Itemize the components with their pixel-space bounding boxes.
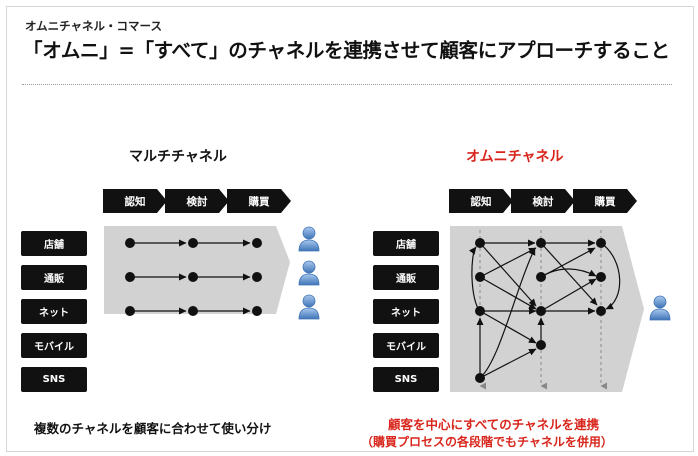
multi-channel-net: ネット [21, 299, 87, 324]
omni-stage-purchase: 購買 [573, 189, 637, 213]
multi-channel-store: 店舗 [21, 231, 87, 256]
omni-stage-consideration: 検討 [511, 189, 575, 213]
person-icon [298, 294, 320, 320]
person-icon [298, 260, 320, 286]
omni-flow-network [469, 239, 621, 379]
omni-stage-awareness: 認知 [449, 189, 513, 213]
multichannel-caption: 複数のチャネルを顧客に合わせて使い分け [34, 421, 272, 436]
omnichannel-title: オムニチャネル [466, 149, 564, 165]
multi-flow-band [104, 226, 290, 314]
multi-stage-awareness: 認知 [103, 189, 167, 213]
multi-channel-mailorder: 通販 [21, 265, 87, 290]
slide-headline: 「オムニ」=「すべて」のチャネルを連携させて顧客にアプローチすること [23, 39, 670, 62]
omnichannel-caption-line1: 顧客を中心にすべてのチャネルを連携 [388, 417, 600, 432]
omni-channel-net: ネット [373, 299, 439, 324]
omnichannel-caption-line2: （購買プロセスの各段階でもチャネルを併用） [361, 435, 613, 449]
omni-channel-mailorder: 通販 [373, 265, 439, 290]
multi-channel-mobile: モバイル [21, 333, 87, 358]
multi-flow-row-mailorder [125, 272, 262, 282]
multi-stage-purchase: 購買 [227, 189, 291, 213]
slide-subtitle: オムニチャネル・コマース [25, 19, 162, 33]
multi-channel-sns: SNS [21, 367, 87, 392]
multi-flow-row-store [125, 238, 262, 248]
omni-channel-sns: SNS [373, 367, 439, 392]
divider [22, 84, 672, 85]
person-icon [649, 295, 671, 321]
multichannel-title: マルチチャネル [129, 149, 227, 165]
multi-stage-consideration: 検討 [165, 189, 229, 213]
omni-channel-mobile: モバイル [373, 333, 439, 358]
multi-flow-row-net [125, 306, 262, 316]
omni-channel-store: 店舗 [373, 231, 439, 256]
omni-flow-nodes [475, 238, 606, 383]
person-icon [298, 226, 320, 252]
